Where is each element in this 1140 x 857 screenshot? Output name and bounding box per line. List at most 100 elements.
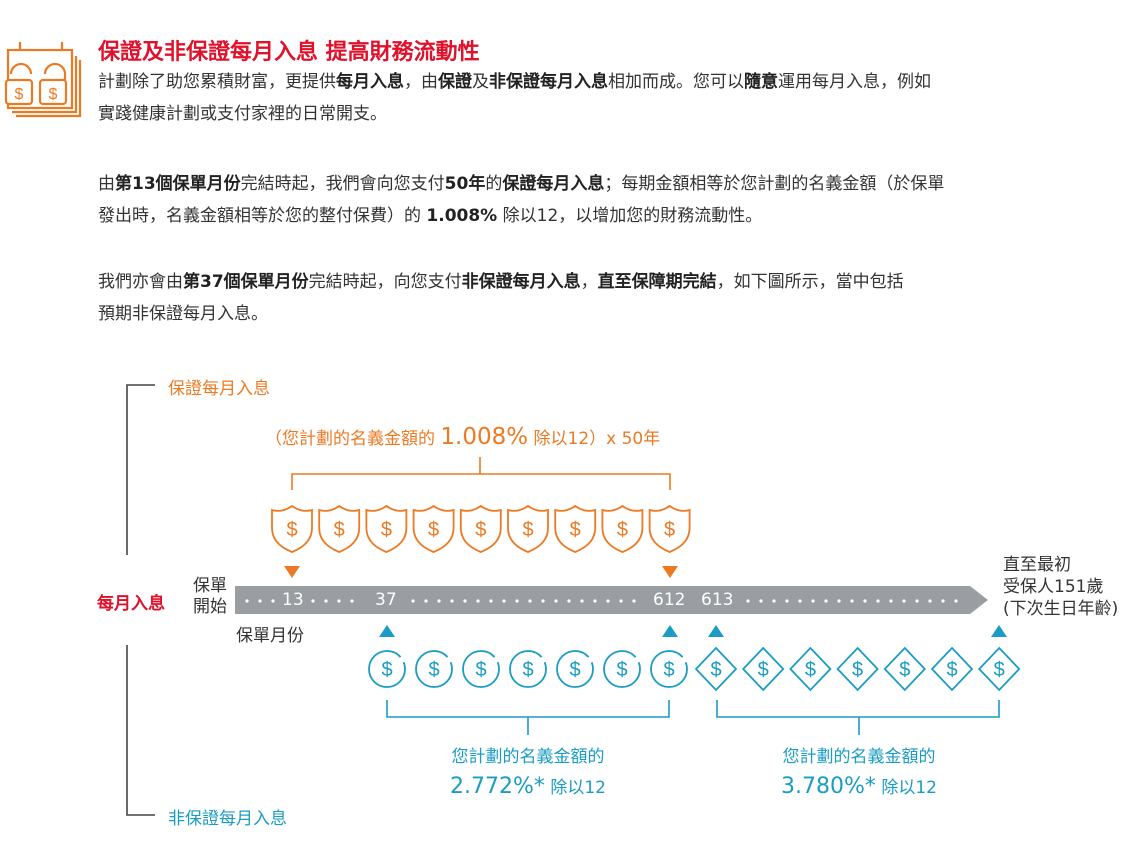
- intro-paragraph: 計劃除了助您累積財富，更提供每月入息，由保證及非保證每月入息相加而成。您可以隨意…: [98, 66, 931, 130]
- end-of-coverage-label: 直至最初 受保人151歲 (下次生日年齡): [1003, 554, 1118, 620]
- shield-dollar-icon: $: [507, 504, 549, 553]
- bold-text: 非保證每月入息: [461, 272, 581, 292]
- dollar-sign: $: [664, 519, 675, 541]
- timeline-dot: [502, 599, 506, 603]
- bold-text: 每月入息: [336, 72, 404, 92]
- non-guaranteed-rate-1: 2.772%*: [450, 774, 545, 799]
- timeline-dot: [350, 599, 354, 603]
- dollar-sign: $: [286, 519, 297, 541]
- dollar-sign: $: [758, 659, 769, 681]
- coin-dollar-icon: $: [415, 650, 453, 688]
- diamond-dollar-icon: $: [883, 646, 927, 692]
- dollar-sign: $: [475, 659, 486, 681]
- timeline-dot: [337, 599, 341, 603]
- timeline-dot: [772, 599, 776, 603]
- text: 相加而成。您可以: [608, 72, 744, 92]
- end-label-line-1: 直至最初: [1003, 555, 1071, 575]
- guaranteed-start-end-marker: [662, 566, 678, 578]
- dollar-sign: $: [570, 519, 581, 541]
- month-613: 613: [701, 590, 734, 610]
- text: 完結時起，向您支付: [308, 272, 462, 292]
- paragraph-line: 由第13個保單月份完結時起，我們會向您支付50年的保證每月入息；每期金額相等於您…: [98, 168, 944, 200]
- paragraph-line: 實踐健康計劃或支付家裡的日常開支。: [98, 98, 931, 130]
- dollar-sign: $: [334, 519, 345, 541]
- timeline-dot: [785, 599, 789, 603]
- non-guaranteed-income-label: 非保證每月入息: [168, 809, 287, 829]
- shield-dollar-icon: $: [271, 504, 313, 553]
- text: 發出時，名義金額相等於您的整付保費）的: [98, 206, 427, 226]
- non-guaranteed-paragraph: 我們亦會由第37個保單月份完結時起，向您支付非保證每月入息，直至保障期完結，如下…: [98, 266, 904, 330]
- timeline-dot: [632, 599, 636, 603]
- end-label-line-3: (下次生日年齡): [1003, 599, 1119, 619]
- guaranteed-start-end-marker: [284, 566, 300, 578]
- timeline-dot: [593, 599, 597, 603]
- timeline-dot: [606, 599, 610, 603]
- timeline-dot: [850, 599, 854, 603]
- timeline-dot: [476, 599, 480, 603]
- timeline-dot: [580, 599, 584, 603]
- paragraph-line: 計劃除了助您累積財富，更提供每月入息，由保證及非保證每月入息相加而成。您可以隨意…: [98, 66, 931, 98]
- end-label-line-2: 受保人151歲: [1003, 577, 1104, 597]
- text: 由: [98, 174, 115, 194]
- month-13: 13: [282, 590, 304, 610]
- timeline-dot: [928, 599, 932, 603]
- policy-month-timeline-bar: [235, 586, 988, 614]
- shield-dollar-icon: $: [459, 504, 502, 553]
- svg-text:$: $: [15, 86, 24, 103]
- timeline-dot: [902, 599, 906, 603]
- dollar-sign: $: [522, 519, 533, 541]
- timeline-dot: [746, 599, 750, 603]
- coin-dollar-icon: $: [509, 650, 547, 688]
- guaranteed-income-label: 保證每月入息: [168, 379, 270, 399]
- text: ，: [580, 272, 598, 292]
- paragraph-line: 發出時，名義金額相等於您的整付保費）的 1.008% 除以12，以增加您的財務流…: [98, 200, 944, 232]
- coin-dollar-icon: $: [368, 650, 406, 688]
- shield-dollar-icon: $: [412, 504, 455, 553]
- dollar-sign: $: [616, 659, 627, 681]
- timeline-dot: [824, 599, 828, 603]
- dollar-sign: $: [475, 519, 486, 541]
- timeline-dot: [759, 599, 763, 603]
- timeline-dot: [528, 599, 532, 603]
- non-guaranteed-bracket-1: [386, 700, 670, 735]
- timeline-dot: [837, 599, 841, 603]
- timeline-dot: [811, 599, 815, 603]
- timeline-dot: [489, 599, 493, 603]
- formula-1-suffix: 除以12: [544, 778, 606, 798]
- dollar-sign: $: [428, 659, 439, 681]
- dollar-sign: $: [805, 659, 816, 681]
- text: 計劃除了助您累積財富，更提供: [98, 72, 336, 92]
- text: 運用每月入息，例如: [778, 72, 931, 92]
- non-guaranteed-formula-2: 您計劃的名義金額的 3.780%* 除以12: [751, 742, 967, 803]
- text: 實踐健康計劃或支付家裡的日常開支。: [98, 104, 387, 124]
- month-37: 37: [375, 590, 397, 610]
- bold-text: 1.008%: [426, 206, 498, 226]
- dollar-sign: $: [569, 659, 580, 681]
- timeline-dot: [311, 599, 315, 603]
- dollar-sign: $: [381, 519, 392, 541]
- bold-text: 隨意: [744, 72, 778, 92]
- dollar-sign: $: [428, 519, 439, 541]
- formula-suffix: 除以12）x 50年: [528, 429, 661, 449]
- timeline-dot: [245, 599, 249, 603]
- text: 的: [485, 174, 503, 194]
- shield-dollar-icon: $: [554, 504, 597, 553]
- timeline-dot: [619, 599, 623, 603]
- timeline-dot: [954, 599, 958, 603]
- formula-prefix: （您計劃的名義金額的: [265, 429, 441, 449]
- timeline-dot: [450, 599, 454, 603]
- diamond-dollar-icon: $: [789, 646, 832, 692]
- text: 我們亦會由: [98, 272, 183, 292]
- policy-start-line-1: 保單: [193, 576, 227, 596]
- text: ，如下圖所示，當中包括: [716, 272, 904, 292]
- paragraph-line: 預期非保證每月入息。: [98, 298, 904, 330]
- diamond-dollar-icon: $: [930, 646, 974, 692]
- padlock-dollar-stack-icon: $ $: [4, 42, 82, 118]
- monthly-income-label: 每月入息: [97, 594, 165, 614]
- timeline-dot: [941, 599, 945, 603]
- diamond-dollar-icon: $: [836, 646, 879, 692]
- timeline-dot: [567, 599, 571, 603]
- dollar-sign: $: [663, 659, 674, 681]
- timeline-dot: [258, 599, 262, 603]
